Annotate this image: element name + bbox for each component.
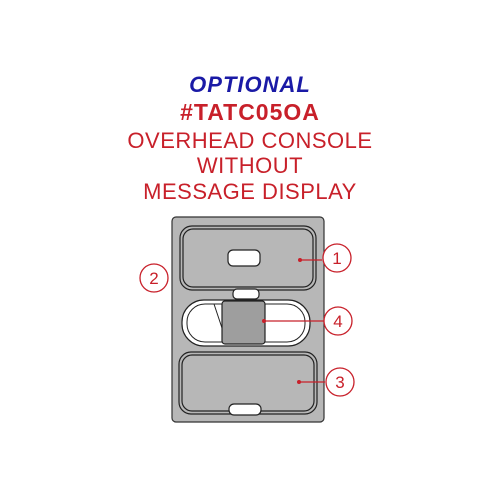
callout-1: 1 (298, 243, 352, 273)
bottom-panel-tab (228, 403, 262, 416)
bottom-panel (178, 351, 318, 416)
optional-label: OPTIONAL (189, 72, 311, 97)
callout-2-label: 2 (149, 269, 158, 288)
description-line-1: OVERHEAD CONSOLE (127, 128, 373, 153)
callout-3: 3 (297, 367, 355, 397)
callout-4: 4 (262, 306, 353, 336)
middle-band (181, 299, 311, 347)
part-number: #TATC05OA (180, 99, 320, 125)
top-panel-tab (232, 288, 260, 300)
callout-4-label: 4 (333, 312, 342, 331)
top-panel (179, 225, 317, 300)
description-line-3: MESSAGE DISPLAY (143, 179, 357, 204)
description-line-2: WITHOUT (196, 153, 304, 178)
callout-3-label: 3 (335, 373, 344, 392)
middle-center-panel (221, 300, 266, 345)
top-panel-lens (227, 249, 261, 267)
callout-2: 2 (139, 263, 169, 293)
callout-1-label: 1 (332, 249, 341, 268)
